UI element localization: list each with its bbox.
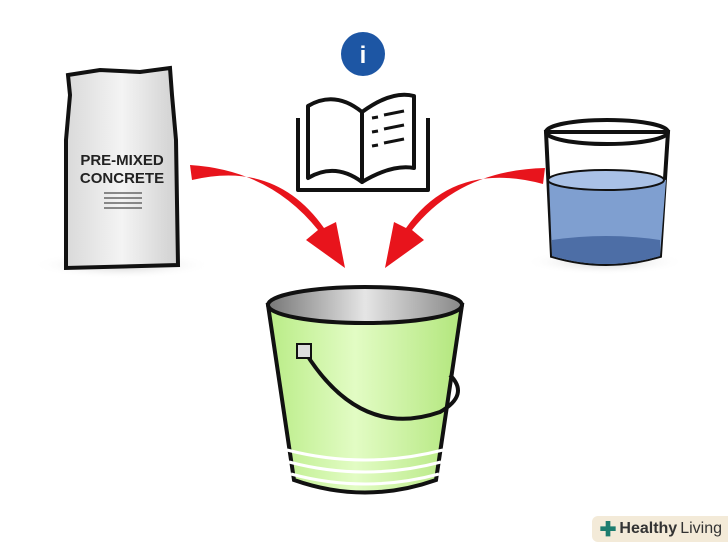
arrow-left-icon <box>190 165 345 268</box>
svg-text:i: i <box>360 42 367 69</box>
info-icon: i <box>341 32 385 76</box>
concrete-bag: PRE-MIXED CONCRETE <box>64 65 181 271</box>
bucket-handle <box>303 350 460 421</box>
bag-label-line1: PRE-MIXED <box>80 152 164 169</box>
bucket <box>265 285 465 495</box>
bag-text-lines <box>104 192 142 209</box>
arrows <box>190 165 545 268</box>
arrow-right-icon <box>385 168 545 268</box>
watermark-bold: Healthy <box>619 520 678 537</box>
book-icon <box>296 92 430 192</box>
healthy-living-watermark: ✚ Healthy Living <box>591 516 728 542</box>
watermark-regular: Living <box>680 520 722 537</box>
plus-leaf-icon: ✚ <box>599 518 617 541</box>
bag-label-line2: CONCRETE <box>80 170 164 187</box>
water-glass <box>543 118 671 266</box>
